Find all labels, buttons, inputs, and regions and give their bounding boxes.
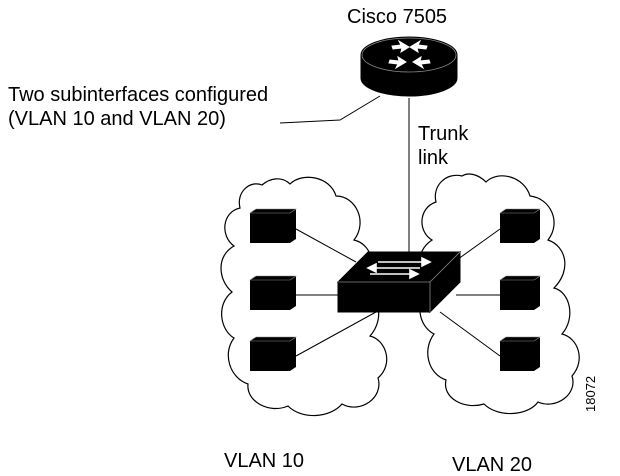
figure-id: 18072 — [583, 375, 598, 412]
router-icon — [360, 36, 458, 97]
host-link — [453, 228, 501, 263]
vlan20-label: VLAN 20 — [452, 454, 533, 476]
host-link — [295, 228, 357, 263]
switch-icon — [336, 250, 462, 314]
host-icon — [249, 336, 297, 371]
host-icon — [499, 275, 541, 310]
subinterfaces-label-line2: (VLAN 10 and VLAN 20) — [8, 108, 226, 130]
host-link — [295, 311, 377, 357]
host-icon — [499, 336, 541, 371]
router-label: Cisco 7505 — [347, 6, 448, 28]
subinterfaces-label-line1: Two subinterfaces configured — [8, 84, 269, 106]
host-icon — [249, 208, 297, 243]
host-link — [439, 311, 501, 357]
trunk-label-line1: Trunk — [418, 123, 469, 145]
subinterface-leader-line — [279, 95, 381, 124]
host-icon — [499, 208, 541, 243]
vlan10-label: VLAN 10 — [224, 450, 305, 472]
trunk-label-line2: link — [418, 147, 449, 169]
host-icon — [249, 275, 297, 310]
